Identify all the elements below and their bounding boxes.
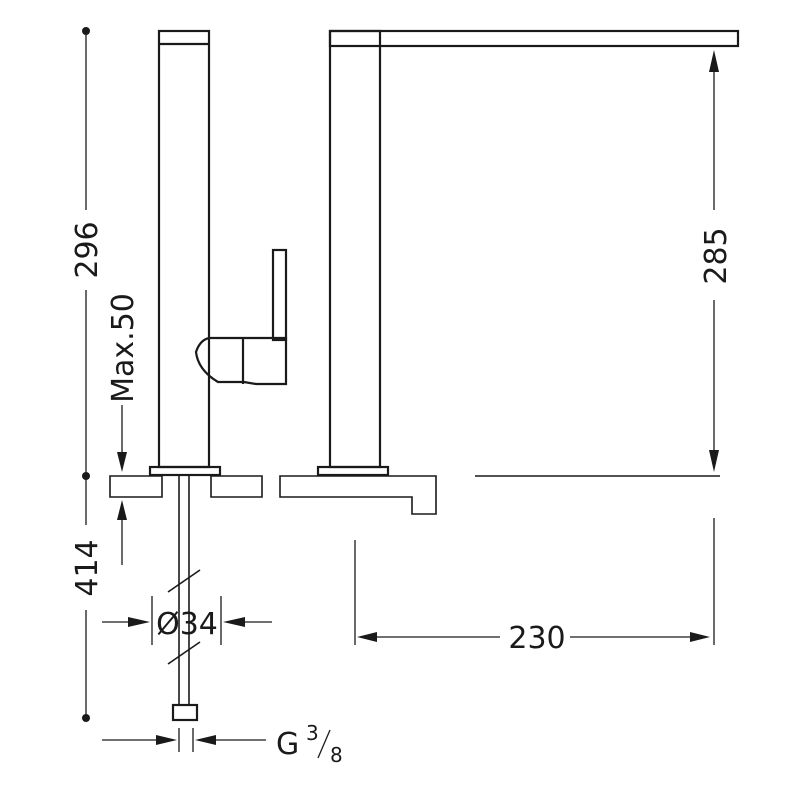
countertop-right: [279, 475, 437, 515]
thread-dimension: G 3 8: [102, 721, 343, 767]
dim-label-max50: Max.50: [106, 293, 141, 403]
left-faucet-side-view: [148, 29, 288, 477]
lever-handle-body: [194, 336, 288, 386]
spout-height-dimension: 285: [699, 50, 734, 472]
reach-dimension: 230: [354, 518, 715, 656]
right-faucet-column: [328, 29, 382, 469]
dim-label-thread-denominator: 8: [330, 743, 343, 767]
hose-break-lower: [167, 641, 201, 665]
right-base-flange: [316, 465, 390, 477]
dim-label-285: 285: [699, 227, 734, 284]
left-base-flange: [148, 465, 222, 477]
countertop: [109, 475, 720, 515]
countertop-left: [109, 475, 163, 498]
dim-label-diameter-34: Ø34: [156, 607, 218, 642]
lever-handle-stem: [271, 248, 288, 342]
countertop-middle: [210, 475, 263, 498]
dim-label-thread-numerator: 3: [306, 721, 319, 745]
right-faucet-front-view: [316, 29, 740, 477]
left-faucet-body: [157, 29, 211, 469]
max-thickness-dimension: Max.50: [106, 293, 141, 565]
supply-hose: [167, 476, 201, 722]
dim-label-296: 296: [70, 221, 105, 278]
dim-label-414: 414: [70, 539, 105, 596]
dim-label-thread-g: G: [276, 727, 299, 762]
dim-label-230: 230: [508, 621, 565, 656]
hose-break-upper: [167, 569, 201, 593]
left-dimension-line: 296 414: [70, 27, 105, 722]
base-diameter-dimension: Ø34: [102, 596, 272, 645]
spout-arm: [328, 29, 740, 48]
hose-connector-nut: [171, 703, 199, 722]
